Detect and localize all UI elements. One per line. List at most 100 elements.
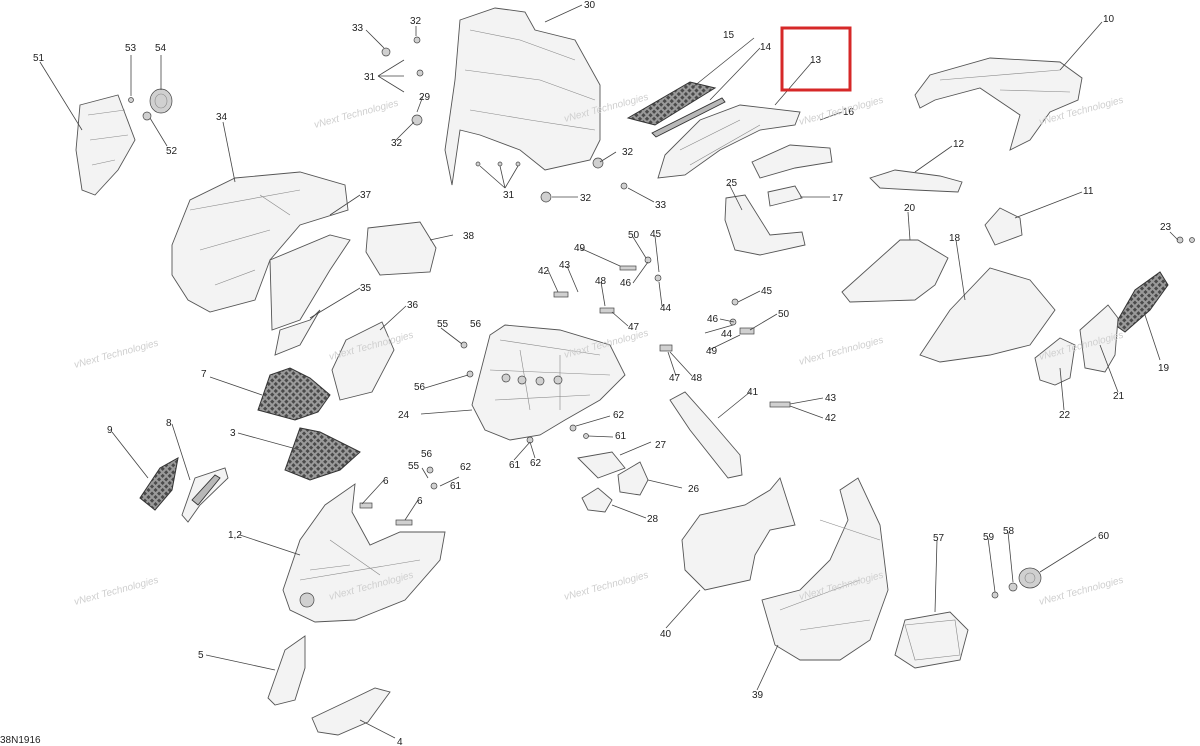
callout-46: 46 bbox=[620, 278, 632, 289]
callout-15: 15 bbox=[723, 30, 735, 41]
callout-32d: 32 bbox=[580, 193, 592, 204]
part-54 bbox=[149, 88, 173, 114]
part-19 bbox=[1114, 271, 1169, 333]
callout-25: 25 bbox=[726, 178, 738, 189]
part-14 bbox=[651, 97, 726, 138]
callout-31: 31 bbox=[364, 72, 376, 83]
callout-54: 54 bbox=[155, 43, 167, 54]
callout-61c: 61 bbox=[450, 481, 462, 492]
part-10 bbox=[914, 57, 1083, 151]
callout-6b: 6 bbox=[417, 496, 423, 507]
callout-32b: 32 bbox=[391, 138, 403, 149]
callout-50b: 50 bbox=[778, 309, 790, 320]
callout-41: 41 bbox=[747, 387, 759, 398]
callout-20: 20 bbox=[904, 203, 916, 214]
watermark: vNext Technologies bbox=[1038, 575, 1125, 608]
part-17 bbox=[767, 185, 803, 207]
callout-62b: 62 bbox=[613, 410, 625, 421]
callout-60: 60 bbox=[1098, 531, 1110, 542]
part-39 bbox=[761, 477, 889, 661]
reference-code: 38N1916 bbox=[0, 735, 41, 746]
part-53 bbox=[128, 97, 134, 103]
part-11 bbox=[984, 207, 1023, 246]
part-27 bbox=[577, 451, 626, 479]
callout-9: 9 bbox=[107, 425, 113, 436]
callout-16: 16 bbox=[843, 107, 855, 118]
callout-51: 51 bbox=[33, 53, 45, 64]
callout-45: 45 bbox=[650, 229, 662, 240]
part-4 bbox=[311, 687, 391, 736]
watermark: vNext Technologies bbox=[313, 98, 400, 131]
watermark: vNext Technologies bbox=[798, 335, 885, 368]
part-40 bbox=[681, 477, 796, 591]
callout-36: 36 bbox=[407, 300, 419, 311]
callout-32c: 32 bbox=[622, 147, 634, 158]
part-5 bbox=[267, 635, 306, 706]
callout-14: 14 bbox=[760, 42, 772, 53]
callout-37: 37 bbox=[360, 190, 372, 201]
part-18 bbox=[919, 267, 1056, 363]
callout-57: 57 bbox=[933, 533, 945, 544]
callout-28: 28 bbox=[647, 514, 659, 525]
callout-13: 13 bbox=[810, 55, 822, 66]
part-1-2 bbox=[282, 483, 446, 623]
callout-6: 6 bbox=[383, 476, 389, 487]
part-3 bbox=[284, 427, 361, 481]
callout-10: 10 bbox=[1103, 14, 1115, 25]
callout-17: 17 bbox=[832, 193, 844, 204]
callout-24: 24 bbox=[398, 410, 410, 421]
part-38 bbox=[365, 221, 437, 276]
callout-8: 8 bbox=[166, 418, 172, 429]
part-41 bbox=[669, 391, 743, 479]
callout-45b: 45 bbox=[761, 286, 773, 297]
callout-55b: 55 bbox=[408, 461, 420, 472]
callout-39: 39 bbox=[752, 690, 764, 701]
part-35 bbox=[274, 309, 321, 356]
highlight-box-13 bbox=[780, 26, 852, 92]
part-15 bbox=[626, 81, 717, 126]
part-36 bbox=[331, 321, 395, 401]
part-58 bbox=[1008, 582, 1018, 592]
callout-61: 61 bbox=[509, 460, 521, 471]
callout-27: 27 bbox=[655, 440, 667, 451]
callout-59: 59 bbox=[983, 532, 995, 543]
callout-30: 30 bbox=[584, 0, 596, 11]
callout-18: 18 bbox=[949, 233, 961, 244]
part-7 bbox=[257, 367, 331, 421]
callout-44: 44 bbox=[660, 303, 672, 314]
callout-43b: 43 bbox=[825, 393, 837, 404]
part-28 bbox=[581, 487, 613, 513]
callout-19: 19 bbox=[1158, 363, 1170, 374]
part-34 bbox=[171, 171, 349, 313]
callout-50: 50 bbox=[628, 230, 640, 241]
hardware-group bbox=[359, 36, 791, 526]
leader-lines bbox=[39, 4, 1179, 739]
part-30 bbox=[444, 7, 601, 186]
callout-29: 29 bbox=[419, 92, 431, 103]
callout-38: 38 bbox=[463, 231, 475, 242]
callout-47: 47 bbox=[628, 322, 640, 333]
callout-42b: 42 bbox=[825, 413, 837, 424]
part-37 bbox=[269, 234, 351, 331]
callout-49: 49 bbox=[574, 243, 586, 254]
callout-62: 62 bbox=[530, 458, 542, 469]
callout-53: 53 bbox=[125, 43, 137, 54]
callout-46b: 46 bbox=[707, 314, 719, 325]
part-26 bbox=[617, 461, 649, 496]
callout-12: 12 bbox=[953, 139, 965, 150]
callout-26: 26 bbox=[688, 484, 700, 495]
callout-56b: 56 bbox=[414, 382, 426, 393]
part-57 bbox=[894, 611, 969, 669]
callout-58: 58 bbox=[1003, 526, 1015, 537]
part-12 bbox=[869, 169, 963, 193]
part-59 bbox=[991, 591, 999, 599]
callout-31b: 31 bbox=[503, 190, 515, 201]
callout-labels: 1,2 3 4 5 6 6 7 8 9 10 11 12 13 14 15 16… bbox=[33, 0, 1172, 746]
callout-4: 4 bbox=[397, 737, 403, 746]
part-25 bbox=[724, 194, 806, 256]
callout-56c: 56 bbox=[421, 449, 433, 460]
callout-40: 40 bbox=[660, 629, 672, 640]
callout-32: 32 bbox=[410, 16, 422, 27]
callout-44b: 44 bbox=[721, 329, 733, 340]
